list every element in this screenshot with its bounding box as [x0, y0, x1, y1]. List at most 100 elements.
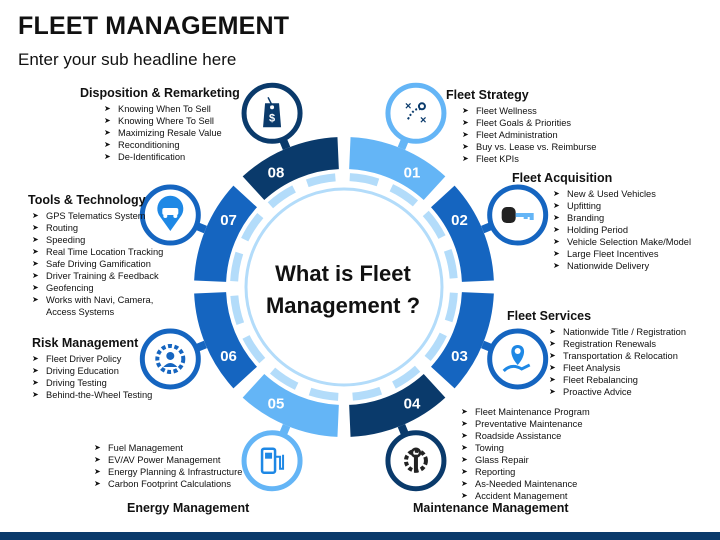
segment-07-number: 07: [220, 212, 237, 229]
svg-text:×: ×: [420, 114, 426, 126]
inner-ring-dash: [392, 365, 421, 389]
list-item: Vehicle Selection Make/Model: [553, 236, 691, 248]
footer-bar: [0, 532, 720, 540]
segment-03-number: 03: [451, 348, 468, 365]
list-item: Glass Repair: [461, 454, 590, 466]
list-item: Nationwide Delivery: [553, 260, 691, 272]
list-item: Carbon Footprint Calculations: [94, 478, 242, 490]
segment-04-number: 04: [404, 395, 421, 412]
inner-ring-dash: [444, 292, 458, 323]
list-item: Fleet Goals & Priorities: [462, 117, 596, 129]
segment-06-list: Fleet Driver Policy Driving Education Dr…: [32, 353, 152, 401]
segment-03-arc: [430, 292, 494, 389]
list-item: Speeding: [32, 234, 176, 246]
list-item: Real Time Location Tracking: [32, 246, 176, 258]
list-item: Routing: [32, 222, 176, 234]
segment-01-arc: [349, 137, 446, 201]
segment-06-heading: Risk Management: [32, 336, 139, 350]
list-item: Registration Renewals: [549, 338, 686, 350]
list-item: Upfitting: [553, 200, 691, 212]
svg-text:×: ×: [405, 100, 411, 112]
list-item: Geofencing: [32, 282, 176, 294]
list-item: Safe Driving Gamification: [32, 258, 176, 270]
segment-04-arc: [349, 373, 446, 437]
list-item: Knowing Where To Sell: [104, 115, 240, 127]
list-item: Holding Period: [553, 224, 691, 236]
list-item: Buy vs. Lease vs. Reimburse: [462, 141, 596, 153]
segment-01-heading: Fleet Strategy: [446, 88, 529, 102]
car-key-icon: [501, 207, 534, 224]
list-item: As-Needed Maintenance: [461, 478, 590, 490]
inner-ring-dash: [230, 295, 245, 326]
segment-04-list-block: Fleet Maintenance Program Preventative M…: [461, 406, 590, 502]
inner-ring-dash: [422, 210, 446, 239]
list-item: Accident Management: [461, 490, 590, 502]
list-item: Knowing When To Sell: [104, 103, 240, 115]
segment-01-icon-circle: [385, 82, 447, 144]
segment-02-text: Fleet Acquisition New & Used Vehicles Up…: [512, 171, 691, 272]
list-item: Branding: [553, 212, 691, 224]
segment-07-arc: [194, 185, 258, 282]
location-hand-icon: [502, 344, 531, 373]
svg-text:$: $: [269, 112, 275, 124]
list-item: Fleet Wellness: [462, 105, 596, 117]
inner-ring-dash: [305, 173, 336, 188]
inner-ring-dash: [349, 173, 380, 187]
segment-01-list: Fleet Wellness Fleet Goals & Priorities …: [462, 105, 596, 165]
wrench-gear-icon: [403, 447, 428, 473]
segment-03-list: Nationwide Title / Registration Registra…: [549, 326, 686, 398]
list-item: Driver Training & Feedback: [32, 270, 176, 282]
segment-02-heading: Fleet Acquisition: [512, 171, 613, 185]
inner-ring-dash: [389, 184, 419, 207]
inner-ring-dash: [443, 248, 458, 279]
list-item: De-Identification: [104, 151, 240, 163]
segment-01-text: Fleet Strategy Fleet Wellness Fleet Goal…: [446, 88, 596, 165]
segment-05-heading: Energy Management: [127, 501, 250, 515]
inner-ring-dash: [230, 251, 244, 282]
inner-ring-dash: [424, 332, 447, 362]
segment-05-list-block: Fuel Management EV/AV Power Management E…: [94, 442, 242, 490]
inner-ring-dash: [241, 212, 264, 242]
segment-06-text: Risk Management Fleet Driver Policy Driv…: [32, 336, 152, 401]
segment-05-list: Fuel Management EV/AV Power Management E…: [94, 442, 242, 490]
center-title-line2: Management ?: [265, 293, 421, 318]
center-title: What is Fleet Management ?: [238, 258, 448, 322]
segment-08-number: 08: [268, 165, 285, 182]
page-title: FLEET MANAGEMENT: [18, 12, 290, 40]
list-item: EV/AV Power Management: [94, 454, 242, 466]
list-item: New & Used Vehicles: [553, 188, 691, 200]
list-item: Large Fleet Incentives: [553, 248, 691, 260]
list-item: Fuel Management: [94, 442, 242, 454]
segment-03-text: Fleet Services Nationwide Title / Regist…: [507, 309, 686, 398]
list-item: Fleet Maintenance Program: [461, 406, 590, 418]
strategy-board-icon: ××: [405, 100, 426, 126]
segment-03-heading: Fleet Services: [507, 309, 592, 323]
list-item: GPS Telematics System: [32, 210, 176, 222]
list-item: Behind-the-Wheel Testing: [32, 389, 152, 401]
center-circle: [244, 187, 444, 387]
list-item: Fleet Driver Policy: [32, 353, 152, 365]
list-item: Energy Planning & Infrastructure: [94, 466, 242, 478]
list-item: Roadside Assistance: [461, 430, 590, 442]
segment-01-number: 01: [404, 165, 421, 182]
segment-04-heading: Maintenance Management: [413, 501, 569, 515]
list-item: Fleet KPIs: [462, 153, 596, 165]
segment-08-arc: [242, 137, 339, 201]
segment-02-list: New & Used Vehicles Upfitting Branding H…: [553, 188, 691, 272]
inner-ring-dash: [242, 335, 266, 364]
list-item: Reconditioning: [104, 139, 240, 151]
segment-02-number: 02: [451, 212, 468, 229]
segment-04-list: Fleet Maintenance Program Preventative M…: [461, 406, 590, 502]
price-tag-icon: $: [263, 96, 282, 128]
list-item: Reporting: [461, 466, 590, 478]
list-item: Nationwide Title / Registration: [549, 326, 686, 338]
center-title-line1: What is Fleet: [275, 261, 411, 286]
list-item: Works with Navi, Camera, Access Systems: [32, 294, 176, 318]
inner-ring-dash: [308, 387, 339, 401]
list-item: Driving Education: [32, 365, 152, 377]
list-item: Driving Testing: [32, 377, 152, 389]
list-item: Proactive Advice: [549, 386, 686, 398]
segment-07-heading: Tools & Technology: [28, 193, 146, 207]
segment-05-icon-circle: [241, 430, 303, 492]
